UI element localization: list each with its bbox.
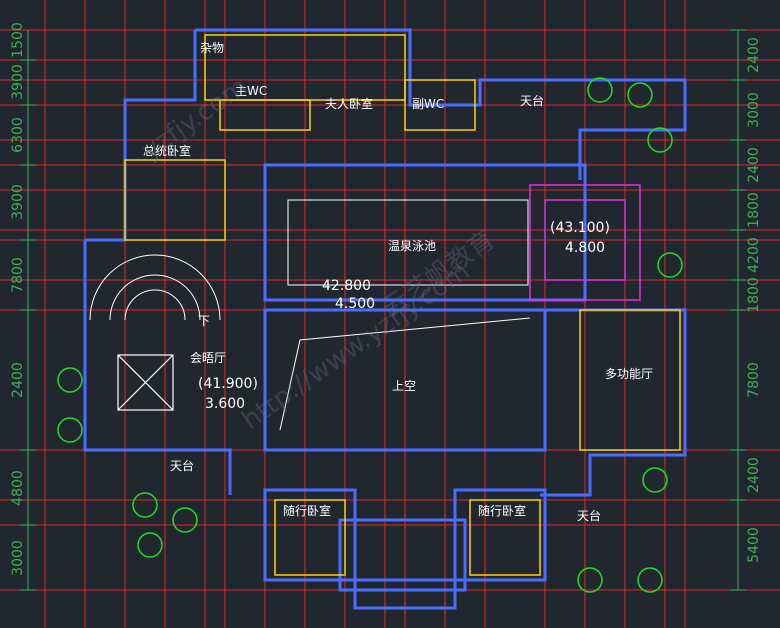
spiral-stair <box>89 254 221 321</box>
room-master-bedroom: 夫人卧室 <box>325 96 373 111</box>
pool <box>279 199 531 431</box>
dimension-label: 2400 <box>746 147 762 183</box>
dimension-label: 3900 <box>10 64 26 100</box>
dimension-label: 4800 <box>10 470 26 506</box>
tree-icon <box>577 567 603 593</box>
room-attendant-left: 随行卧室 <box>283 503 331 518</box>
tree-icon <box>642 467 668 493</box>
meeting-height: 3.600 <box>205 396 245 412</box>
room-hot-spring-pool: 温泉泳池 <box>388 239 436 253</box>
dimension-label: 3900 <box>10 184 26 220</box>
magenta-pavilion <box>529 184 641 301</box>
room-multipurpose-hall: 多功能厅 <box>605 367 653 381</box>
tree-icon <box>647 127 673 153</box>
pool-depth: 4.500 <box>335 296 375 312</box>
dimension-labels-left: 1500 3900 6300 3900 7800 2400 4800 3000 <box>10 22 26 576</box>
dimension-labels-right: 2400 3000 2400 1800 4200 1800 7800 2400 5400 <box>746 37 762 563</box>
dimension-label: 1800 <box>746 192 762 228</box>
tree-icon <box>627 82 653 108</box>
dimension-label: 3000 <box>10 540 26 576</box>
tree-icon <box>657 252 683 278</box>
room-roof-terrace-se: 天台 <box>577 508 601 523</box>
dimension-label: 7800 <box>10 257 26 293</box>
tree-icon <box>57 367 83 393</box>
meeting-furniture <box>117 354 174 411</box>
dimension-label: 5400 <box>746 527 762 563</box>
tree-icon <box>637 567 663 593</box>
dimension-label: 6300 <box>10 117 26 153</box>
tree-icon <box>57 417 83 443</box>
stair-down-label: 下 <box>198 314 210 328</box>
tree-icon <box>587 77 613 103</box>
tree-icon <box>132 492 158 518</box>
tree-icon <box>172 507 198 533</box>
dimension-label: 7800 <box>746 362 762 398</box>
pool-elevation: 42.800 <box>322 278 371 294</box>
dimension-label: 4200 <box>746 237 762 273</box>
dimension-lines <box>20 29 746 591</box>
room-president-bedroom: 总统卧室 <box>143 143 191 158</box>
dimension-label: 2400 <box>746 37 762 73</box>
dimension-label: 1800 <box>746 277 762 313</box>
dimension-label: 2400 <box>746 457 762 493</box>
dimension-label: 2400 <box>10 362 26 398</box>
room-void: 上空 <box>392 379 416 393</box>
pavilion-elevation: (43.100) <box>550 220 610 236</box>
room-storage: 杂物 <box>200 41 224 55</box>
dimension-label: 3000 <box>746 92 762 128</box>
tree-icon <box>137 532 163 558</box>
room-roof-terrace-ne: 天台 <box>520 93 544 108</box>
meeting-elevation: (41.900) <box>198 376 258 392</box>
dimension-label: 1500 <box>10 22 26 58</box>
trees <box>57 77 683 593</box>
room-second-wc: 副WC <box>412 97 444 111</box>
room-attendant-right: 随行卧室 <box>478 503 526 518</box>
room-master-wc: 主WC <box>235 84 267 98</box>
room-meeting-hall: 会晤厅 <box>190 351 226 365</box>
inner-walls <box>124 34 681 576</box>
room-roof-terrace-sw: 天台 <box>170 458 194 473</box>
pavilion-height: 4.800 <box>565 240 605 256</box>
